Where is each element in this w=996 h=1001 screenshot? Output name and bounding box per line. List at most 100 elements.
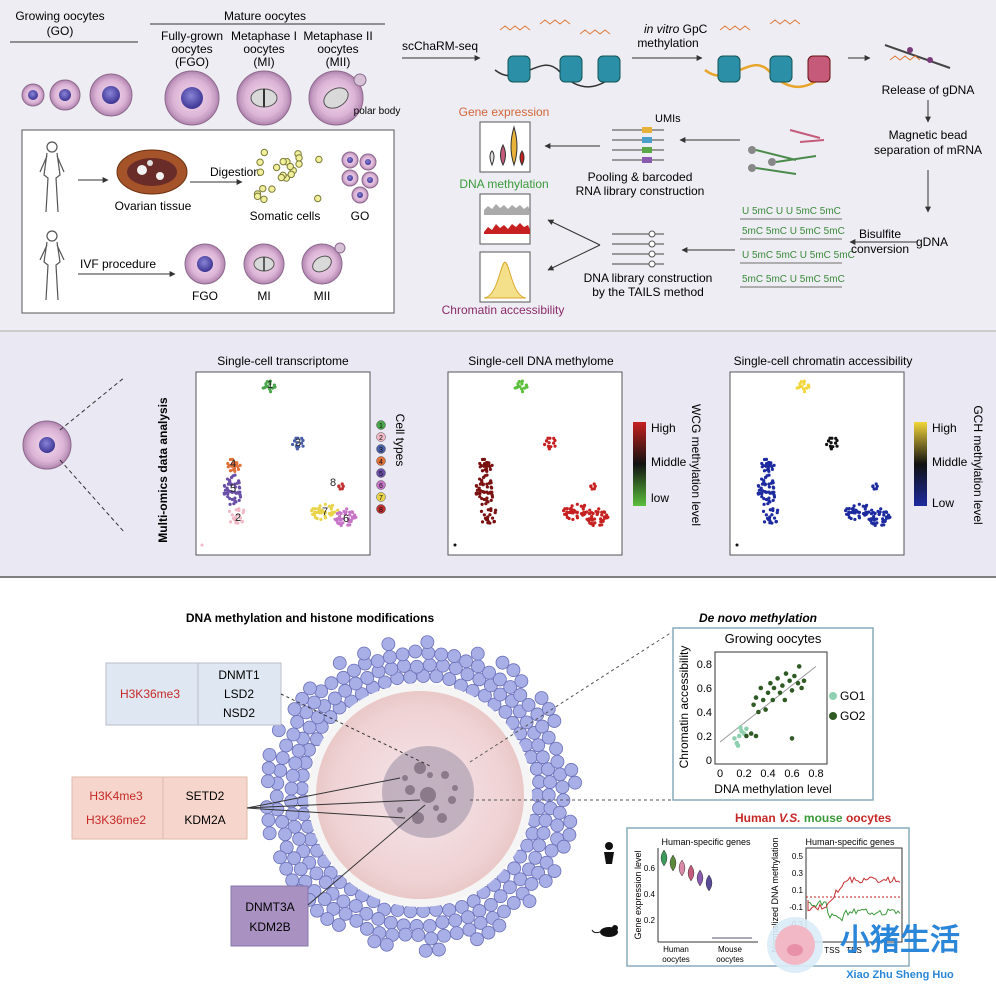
- umap-point: [804, 386, 809, 390]
- violin-icon: [489, 125, 525, 167]
- umap-point: [768, 521, 772, 525]
- line-axes-box: [805, 847, 903, 943]
- umis-label: UMIs: [655, 113, 681, 125]
- svg-text:5mC 5mC U 5mC 5mC: 5mC 5mC U 5mC 5mC: [742, 274, 845, 285]
- umap-point: [828, 436, 832, 440]
- legend-number: 5: [379, 471, 383, 478]
- scatter-ytick: 0.4: [697, 707, 712, 719]
- box2-h3k4me3: H3K4me3: [89, 789, 143, 803]
- granulosa-cell: [429, 669, 444, 684]
- scatter-xlabel: DNA methylation level: [714, 782, 831, 796]
- umap-point: [482, 513, 486, 517]
- umap-point: [581, 507, 585, 511]
- granulosa-cell: [409, 659, 424, 674]
- umap-point: [582, 504, 586, 508]
- umap-point: [765, 474, 769, 478]
- umap-point: [570, 504, 574, 508]
- umap-point: [888, 515, 892, 519]
- umap-point: [480, 457, 485, 462]
- granulosa-cell: [326, 902, 341, 916]
- granulosa-cell: [513, 849, 528, 864]
- granulosa-cell: [396, 659, 411, 673]
- umap-point: [482, 461, 487, 466]
- violin-ytick: 0.2: [644, 916, 656, 925]
- umap-point: [864, 504, 868, 508]
- umap-point: [265, 380, 269, 384]
- granulosa-cell: [506, 896, 521, 910]
- umap-point: [806, 383, 810, 387]
- granulosa-cell: [547, 864, 562, 879]
- line-ytick: 0.5: [792, 852, 804, 861]
- scatter-panel: [672, 627, 874, 801]
- chromatin-dot: [402, 775, 408, 781]
- chromatin-dot: [414, 762, 426, 774]
- go-cells-icon: [341, 151, 379, 204]
- granulosa-cell: [538, 813, 553, 828]
- granulosa-cell: [470, 646, 485, 661]
- section-title: DNA methylation and histone modification…: [186, 611, 435, 625]
- umap-point: [330, 504, 334, 508]
- ivf-fgo-label: FGO: [192, 289, 218, 303]
- umap-point: [766, 502, 770, 506]
- magnetic-line1: Magnetic bead: [889, 128, 968, 142]
- wcg-high: High: [651, 421, 676, 435]
- umap-point: [230, 513, 234, 517]
- granulosa-cell: [384, 662, 399, 676]
- chromatin-dot: [448, 796, 456, 804]
- umap-point: [874, 482, 878, 486]
- watermark-cn: 小猪生活: [840, 924, 960, 957]
- umap-point: [226, 489, 231, 493]
- methylation-track-icon: [484, 204, 530, 234]
- umap-point: [484, 502, 488, 506]
- granulosa-cell: [310, 710, 325, 725]
- umap-point: [799, 380, 803, 384]
- umap-point: [480, 502, 484, 506]
- umap-point: [485, 517, 490, 521]
- umap-point: [226, 482, 231, 486]
- granulosa-cell: [503, 880, 517, 895]
- somatic-cell: [286, 162, 294, 171]
- umap-point: [478, 465, 482, 469]
- granulosa-cell: [497, 904, 511, 919]
- granulosa-cell: [349, 913, 364, 928]
- umap-point: [861, 504, 865, 508]
- cluster-label: 3: [295, 437, 301, 449]
- granulosa-cell: [261, 774, 275, 789]
- umap-point: [587, 512, 592, 516]
- umap-point: [268, 382, 272, 386]
- umap-point: [493, 510, 497, 515]
- legend-swatch: [376, 492, 386, 502]
- umap-point: [864, 512, 868, 517]
- granulosa-cell: [262, 826, 277, 841]
- umap-point: [579, 504, 583, 508]
- umap-point: [479, 509, 484, 513]
- somatic-cell: [268, 185, 276, 193]
- umap-point: [348, 513, 352, 517]
- umap-point: [237, 498, 241, 503]
- granulosa-cell: [513, 688, 528, 702]
- umap-point: [835, 444, 839, 448]
- granulosa-cell: [495, 655, 510, 670]
- umap-point: [238, 516, 243, 520]
- pooling-line2: RNA library construction: [576, 184, 705, 198]
- gch-middle: Middle: [932, 455, 968, 469]
- release-gdna-label: Release of gDNA: [882, 83, 975, 97]
- box1-left: H3K36me3: [120, 687, 180, 701]
- granulosa-cell: [568, 775, 583, 790]
- umap-point: [222, 491, 226, 495]
- granulosa-cell: [275, 814, 290, 829]
- granulosa-cell: [435, 915, 450, 930]
- granulosa-cell: [493, 889, 508, 904]
- umap-point: [564, 513, 569, 517]
- granulosa-cell: [332, 656, 347, 670]
- scatter-xtick: 0.6: [784, 768, 799, 780]
- chromatin-icon-2: [704, 19, 831, 89]
- gch-colorbar: [914, 422, 927, 506]
- granulosa-cell: [524, 877, 539, 891]
- violin-cat-mouse: Mouse: [718, 945, 743, 954]
- human-trace: [807, 875, 901, 912]
- scatter-point: [751, 702, 756, 708]
- granulosa-cell: [262, 747, 277, 762]
- scatter-xtick: 0.4: [760, 768, 775, 780]
- granulosa-cell: [472, 904, 487, 918]
